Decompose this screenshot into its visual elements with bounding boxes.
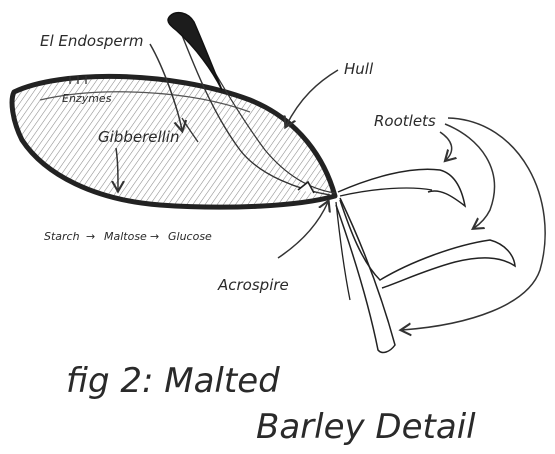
acrospire-pointer (278, 202, 328, 258)
caption-line-1: fig 2: Malted (66, 361, 280, 401)
hull-pointer (286, 70, 338, 126)
rootlets-pointer-1 (440, 132, 452, 160)
rootlet-top-b (340, 188, 432, 196)
gibberellin-label: Gibberellin (98, 128, 179, 146)
rootlets-pointer-2 (445, 124, 494, 228)
caption-line-2: Barley Detail (256, 407, 476, 447)
acrospire-label: Acrospire (217, 276, 289, 294)
starch-label: Starch (44, 230, 80, 243)
acrospire-tip (168, 13, 222, 90)
hull-label: Hull (344, 60, 374, 78)
maltose-label: Maltose (104, 230, 147, 243)
enzymes-label: Enzymes (62, 92, 112, 105)
glucose-label: Glucose (168, 230, 212, 243)
reaction-arrow-2: → (150, 230, 159, 243)
rootlets-pointer-3 (402, 118, 545, 330)
rootlets-label: Rootlets (374, 112, 436, 130)
rootlet-long (336, 198, 395, 352)
reaction-arrow-1: → (86, 230, 95, 243)
endosperm-label: El Endosperm (40, 32, 143, 50)
